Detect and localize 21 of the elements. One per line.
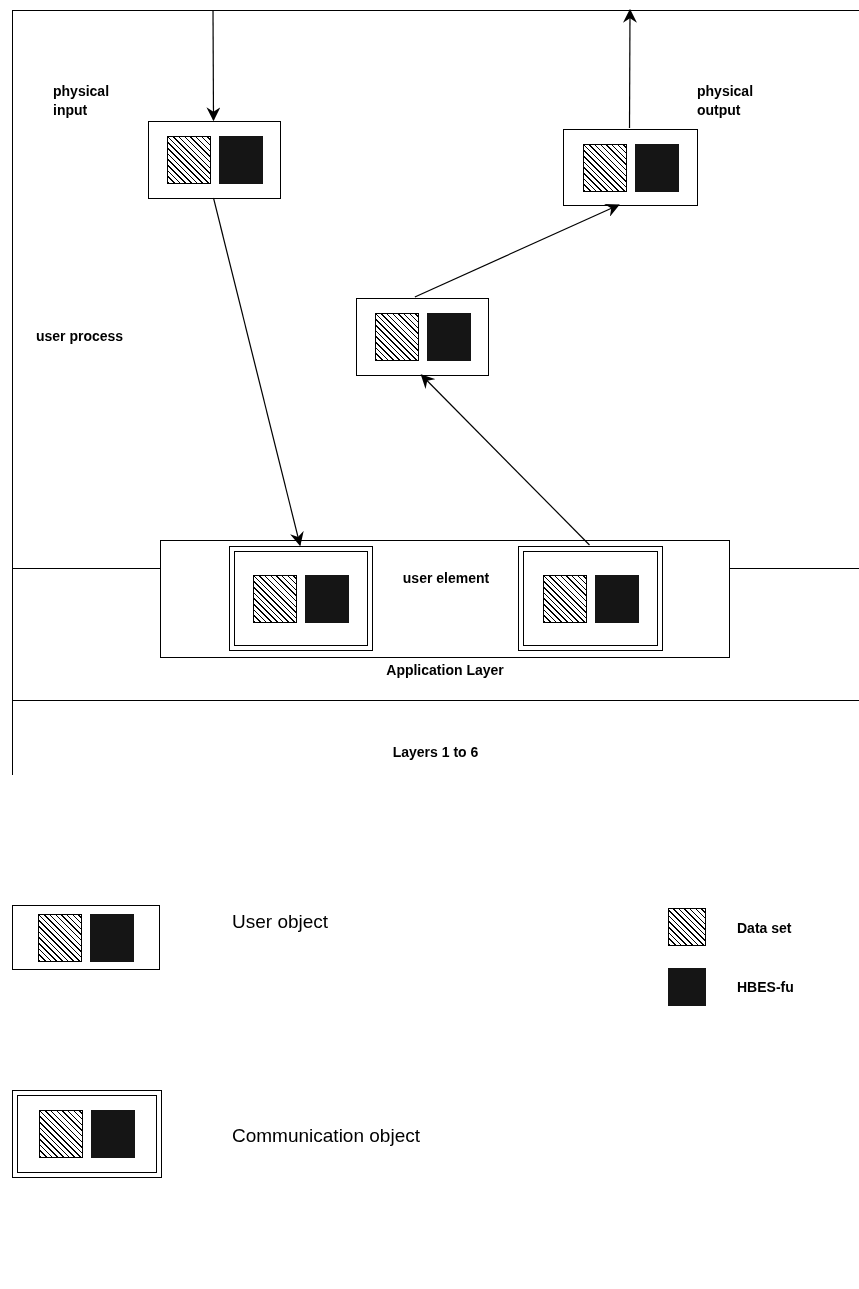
arrow-label: physical output: [697, 82, 755, 120]
arrow: [420, 374, 591, 546]
arrow: [212, 197, 304, 547]
communication-object-box: [229, 546, 373, 651]
user-object-box: [356, 298, 489, 376]
user-element-box: [160, 540, 730, 658]
node-label: user process: [36, 327, 124, 346]
arrow: [414, 203, 620, 298]
legend-label: Data set: [737, 919, 792, 938]
communication-object-box: [518, 546, 663, 651]
legend-label: Communication object: [232, 1124, 420, 1148]
user-object-box: [148, 121, 281, 199]
user-object-box: [563, 129, 698, 206]
node-label: Layers 1 to 6: [391, 743, 480, 762]
node-label: user element: [401, 569, 491, 588]
arrow: [622, 8, 637, 129]
legend-label: User object: [232, 910, 329, 934]
arrow-label: physical input: [53, 82, 111, 120]
arrow: [206, 9, 221, 122]
node-label: Application Layer: [385, 661, 505, 680]
legend-label: HBES-fu: [737, 978, 794, 997]
